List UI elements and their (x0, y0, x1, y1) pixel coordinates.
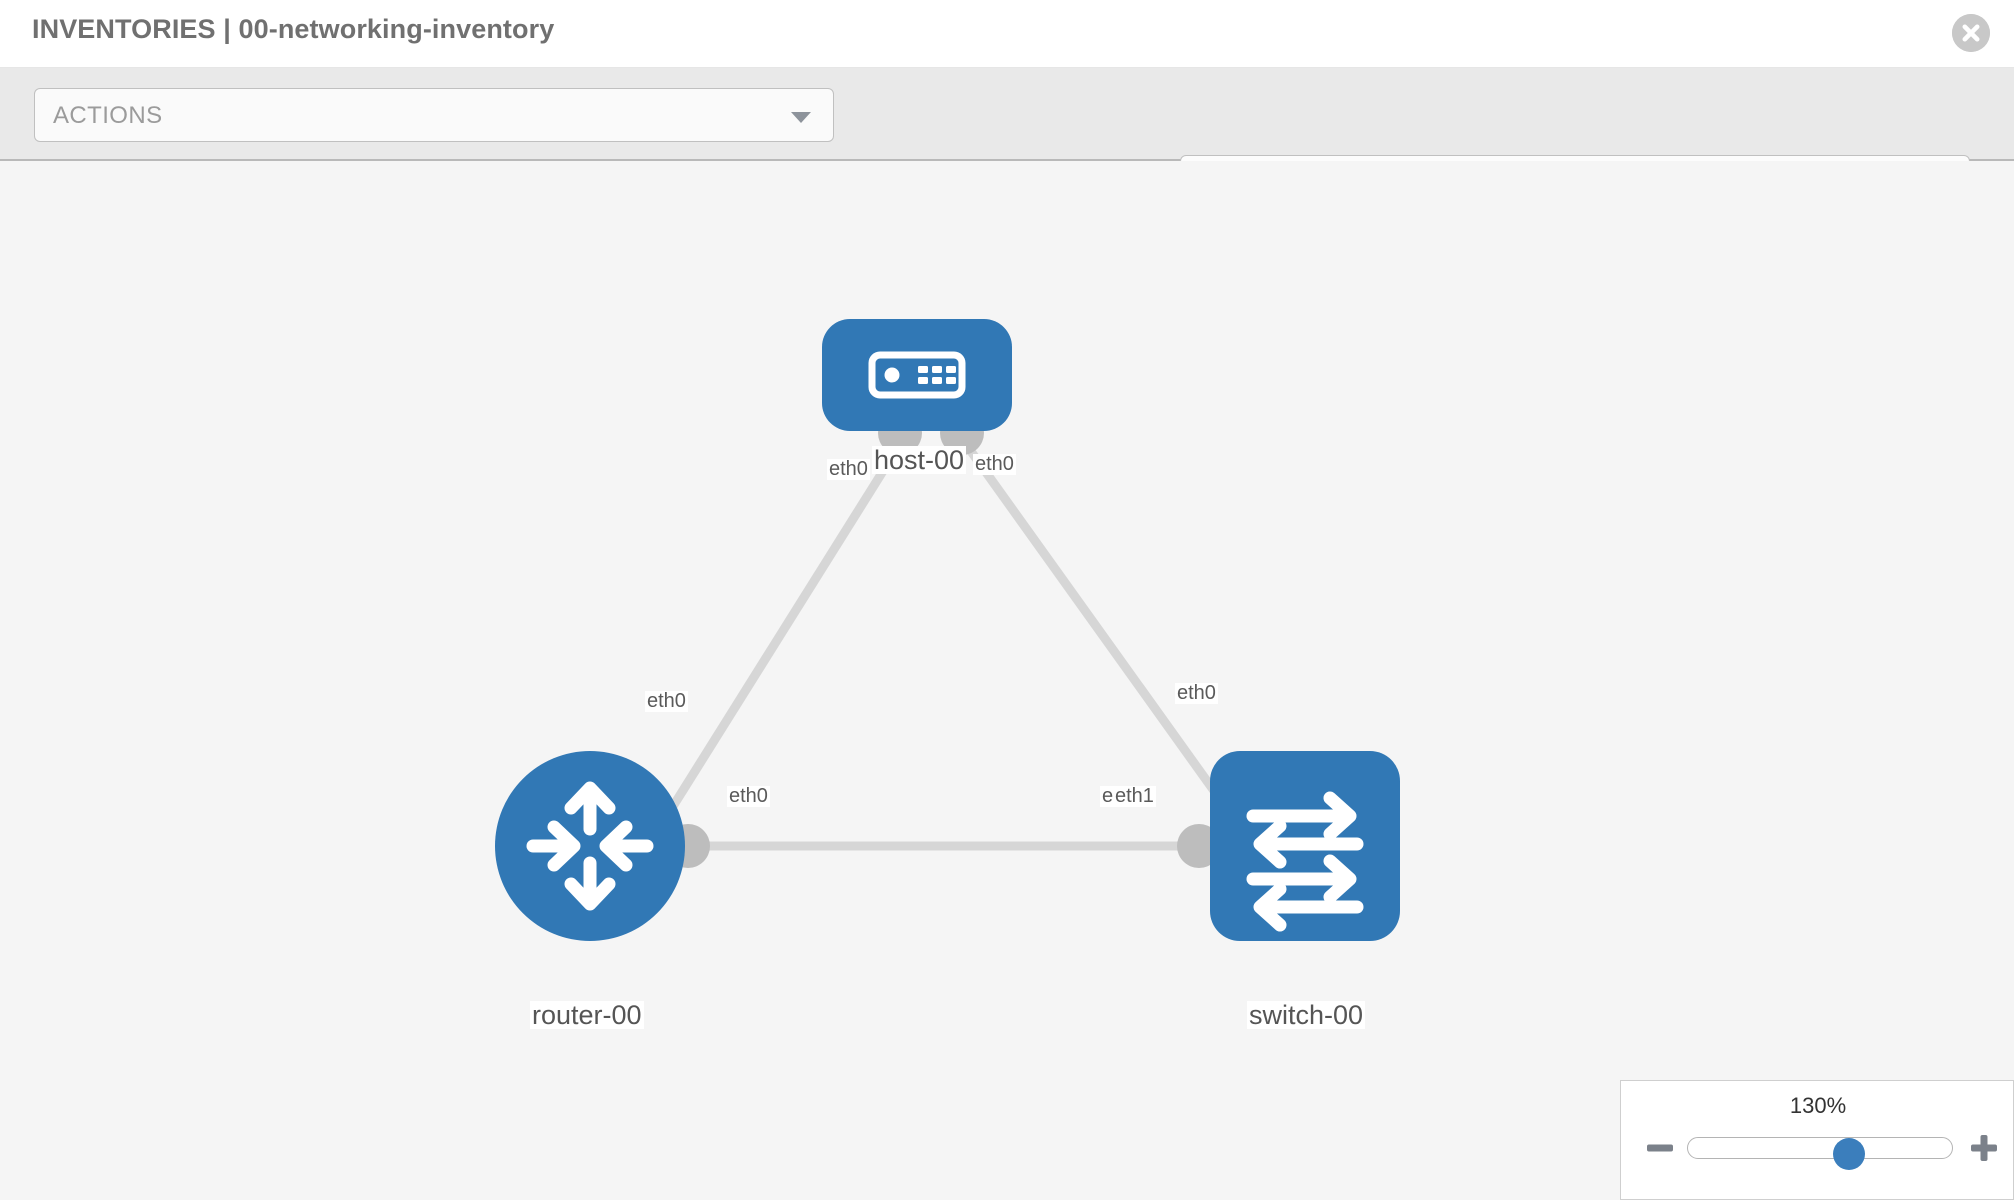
node-switch-00 (1210, 751, 1400, 941)
zoom-level-value: 130% (1789, 1093, 1847, 1118)
switch-arrows-icon (1246, 791, 1364, 932)
iface-label-switch00-left: eth1 (1113, 785, 1156, 807)
page-header: INVENTORIES | 00-networking-inventory (0, 0, 2014, 68)
node-label-host-00: host-00 (872, 445, 967, 475)
page-title: INVENTORIES | 00-networking-inventory (32, 14, 555, 44)
actions-dropdown-label: ACTIONS (53, 102, 163, 129)
node-host-00 (822, 319, 1012, 431)
actions-dropdown[interactable]: ACTIONS (34, 88, 834, 142)
zoom-out-button[interactable] (1643, 1131, 1677, 1165)
iface-label-host00-right: eth0 (973, 453, 1016, 475)
zoom-control-panel: 130% (1620, 1080, 2014, 1200)
node-label-switch-00: switch-00 (1247, 1000, 1366, 1030)
iface-label-host00-left: eth0 (827, 458, 870, 480)
node-router-00 (495, 751, 685, 941)
node-label-router-00: router-00 (530, 1000, 644, 1030)
zoom-slider-track[interactable] (1687, 1137, 1953, 1170)
server-appliance-icon (868, 351, 966, 399)
topology-canvas[interactable]: host-00 router-00 switch-00 eth0 eth0 et… (0, 161, 2014, 1200)
zoom-in-button[interactable] (1967, 1131, 2001, 1165)
iface-label-switch00-up: eth0 (1175, 682, 1218, 704)
close-icon[interactable] (1952, 14, 1990, 52)
toolbar: ACTIONS SEARCH (0, 68, 2014, 209)
edge-host00-switch00 (956, 433, 1236, 819)
router-arrows-icon (526, 781, 654, 911)
zoom-slider-row (1621, 1129, 2014, 1170)
edge-host00-router00 (641, 433, 909, 854)
iface-label-router00-right: eth0 (727, 785, 770, 807)
chevron-down-icon (791, 112, 811, 123)
topology-graph (495, 319, 1400, 941)
zoom-slider-thumb[interactable] (1833, 1138, 1865, 1170)
iface-label-router00-up: eth0 (645, 690, 688, 712)
